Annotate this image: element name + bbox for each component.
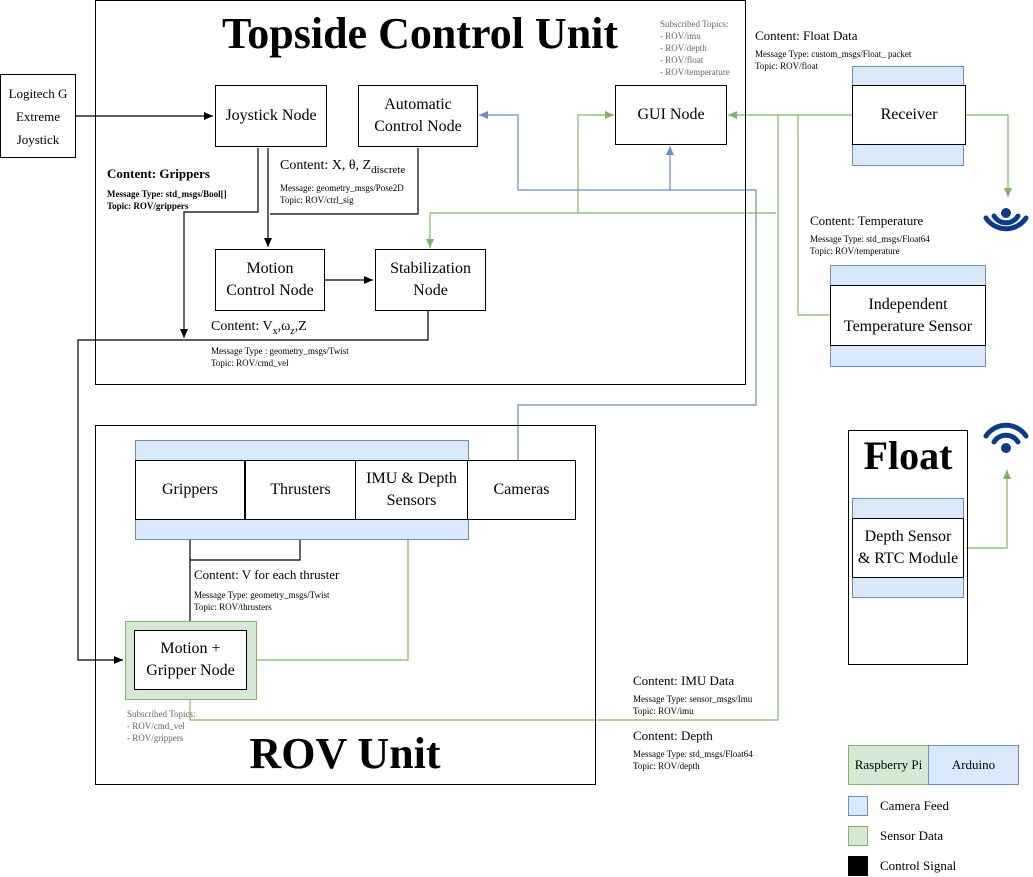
legend-sensor-data-label: Sensor Data xyxy=(880,828,944,843)
imu-message-label: Content: IMU Data Message Type: sensor_m… xyxy=(633,673,753,716)
gui-node: GUI Node xyxy=(615,85,727,145)
camera-to-gui-wire xyxy=(517,146,757,460)
receiver-to-wifi-wire xyxy=(966,114,1012,197)
motion-gripper-node: Motion + Gripper Node xyxy=(134,630,247,690)
legend-sensor-data-swatch xyxy=(848,826,868,846)
rov-unit-frame xyxy=(95,425,596,785)
stab-feed-wire xyxy=(426,212,776,248)
thruster-wire xyxy=(189,520,304,630)
legend-camera-feed-label: Camera Feed xyxy=(880,798,949,813)
float-data-message-label: Content: Float Data Message Type: custom… xyxy=(755,28,912,71)
float-title: Float xyxy=(863,433,953,478)
legend-arduino: Arduino xyxy=(928,745,1019,785)
wifi-icon xyxy=(983,208,1029,232)
legend-raspberry-pi: Raspberry Pi xyxy=(848,745,929,785)
rov-subscribed-topics: Subscribed Topics: - ROV/cmd_vel - ROV/g… xyxy=(127,709,196,743)
imu-to-motion-wire xyxy=(248,520,409,664)
thrusters-node: Thrusters xyxy=(245,460,356,520)
automatic-control-node: Automatic Control Node xyxy=(358,85,478,147)
gui-to-stab-wire xyxy=(577,111,614,213)
ctrl-signal-message-label: Content: X, θ, Zdiscrete Message: geomet… xyxy=(280,158,406,205)
stabilization-node: Stabilization Node xyxy=(375,249,486,311)
joystick-node: Joystick Node xyxy=(215,85,327,147)
depth-sensor-rtc-module: Depth Sensor & RTC Module xyxy=(852,518,964,578)
imu-depth-sensors-node: IMU & Depth Sensors xyxy=(355,460,468,520)
auto-to-motion-wire xyxy=(270,148,419,215)
topside-title: Topside Control Unit xyxy=(221,9,619,58)
receiver-node: Receiver xyxy=(852,85,966,145)
temp-to-gui-wire xyxy=(797,115,830,316)
camera-to-auto-wire xyxy=(479,111,670,191)
thrusters-message-label: Content: V for each thruster Message Typ… xyxy=(194,567,340,612)
grippers-message-label: Content: Grippers Message Type: std_msgs… xyxy=(107,166,227,211)
wifi-icon-float xyxy=(983,422,1029,453)
float-to-wifi-wire xyxy=(966,470,1011,549)
temperature-message-label: Content: Temperature Message Type: std_m… xyxy=(810,213,930,256)
cmd-vel-message-label: Content: Vx,ωz,Z Message Type : geometry… xyxy=(211,319,349,368)
gui-subscribed-topics: Subscribed Topics: - ROV/imu - ROV/depth… xyxy=(660,19,730,77)
grippers-node: Grippers xyxy=(135,460,245,520)
legend-control-signal-label: Control Signal xyxy=(880,858,957,873)
logitech-joystick: Logitech G Extreme Joystick xyxy=(0,74,76,158)
topside-control-unit-frame xyxy=(95,0,746,385)
legend-camera-feed-swatch xyxy=(848,796,868,816)
float-frame xyxy=(848,430,968,665)
independent-temperature-sensor: Independent Temperature Sensor xyxy=(830,285,986,346)
motion-control-node: Motion Control Node xyxy=(215,249,325,311)
cmd-vel-wire xyxy=(77,311,429,664)
cameras-node: Cameras xyxy=(467,460,576,520)
legend-control-signal-swatch xyxy=(848,856,868,876)
rov-title: ROV Unit xyxy=(249,729,441,778)
sensor-bus-wire xyxy=(189,115,779,721)
depth-message-label: Content: Depth Message Type: std_msgs/Fl… xyxy=(633,728,753,771)
joystick-grippers-wire xyxy=(180,148,259,338)
